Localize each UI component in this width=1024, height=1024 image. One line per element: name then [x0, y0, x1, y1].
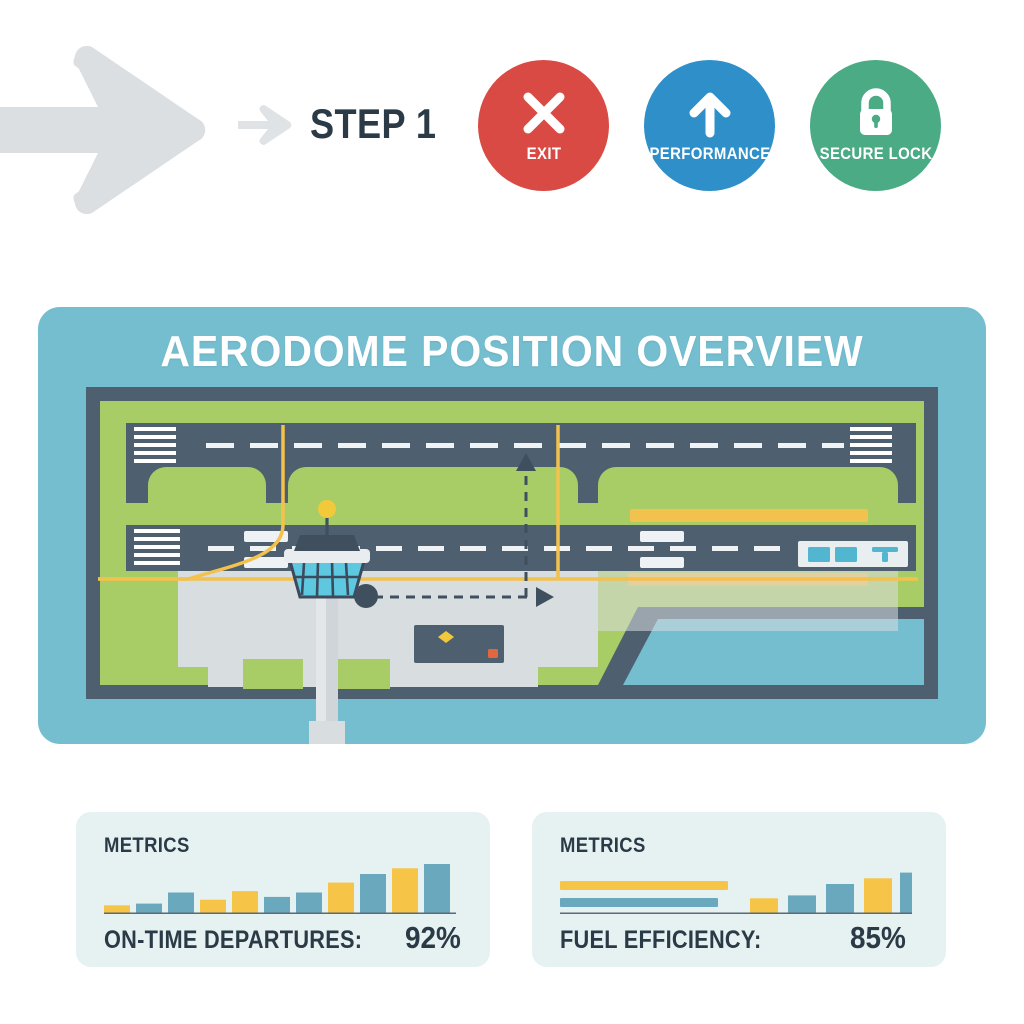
close-x-icon: [523, 92, 564, 134]
metric-name: FUEL EFFICIENCY:: [560, 926, 762, 954]
arrow-up-icon: [689, 92, 730, 138]
badge-performance-label: PERFORMANCE: [648, 144, 771, 163]
bar: [104, 905, 130, 914]
metrics-card-row: METRICS ON-TIME DEPARTURES: 92%: [0, 812, 1024, 972]
control-tower-icon: [284, 500, 370, 744]
lock-icon: [859, 88, 892, 135]
badge-exit[interactable]: EXIT: [478, 60, 609, 191]
bar: [328, 882, 354, 914]
aerodrome-map-graphic: [38, 307, 986, 744]
metrics-card-label: METRICS: [560, 834, 646, 857]
badge-group: EXIT PERFORMANCE SECURE LO: [478, 60, 1018, 200]
hangar-building-icon: [414, 625, 504, 663]
bar: [392, 868, 418, 914]
bar: [136, 903, 162, 914]
badge-secure-lock-label: SECURE LOCK: [819, 144, 932, 163]
bar: [750, 898, 778, 914]
bar: [232, 891, 258, 914]
fuel-efficiency-bar-chart: [560, 872, 912, 914]
bar: [264, 896, 290, 914]
bar: [360, 874, 386, 914]
on-time-departures-bar-chart: [104, 864, 456, 914]
metric-value: 92%: [404, 920, 461, 955]
metrics-card-footer: ON-TIME DEPARTURES: 92%: [104, 920, 470, 956]
header-bar: STEP 1 EXIT PERFORMANCE: [0, 0, 1024, 250]
horizontal-bar: [560, 881, 728, 890]
badge-performance[interactable]: PERFORMANCE: [644, 60, 775, 191]
metrics-card-on-time-departures[interactable]: METRICS ON-TIME DEPARTURES: 92%: [76, 812, 490, 967]
bar: [864, 878, 892, 914]
map-panel-title: AERODOME POSITION OVERVIEW: [160, 327, 864, 376]
aerodrome-map-panel: AERODOME POSITION OVERVIEW: [38, 307, 986, 744]
terminal-building-icon: [798, 541, 908, 567]
metrics-card-footer: FUEL EFFICIENCY: 85%: [560, 920, 926, 956]
metrics-card-fuel-efficiency[interactable]: METRICS FUEL EFFICIENCY: 85%: [532, 812, 946, 967]
badge-secure-lock[interactable]: SECURE LOCK: [810, 60, 941, 191]
bar: [296, 892, 322, 914]
bar: [900, 872, 912, 914]
step-label: STEP 1: [310, 100, 437, 147]
bar: [826, 884, 854, 914]
bar: [424, 864, 450, 914]
metrics-card-label: METRICS: [104, 834, 190, 857]
arrow-right-small-icon: [238, 105, 292, 145]
bar: [168, 892, 194, 914]
bar: [200, 899, 226, 914]
badge-exit-label: EXIT: [526, 144, 561, 163]
horizontal-bar: [560, 898, 718, 907]
position-marker-icon: [354, 584, 378, 608]
metric-value: 85%: [849, 920, 906, 955]
metric-name: ON-TIME DEPARTURES:: [104, 926, 363, 954]
arrow-right-icon: [0, 45, 206, 215]
bar: [788, 895, 816, 914]
